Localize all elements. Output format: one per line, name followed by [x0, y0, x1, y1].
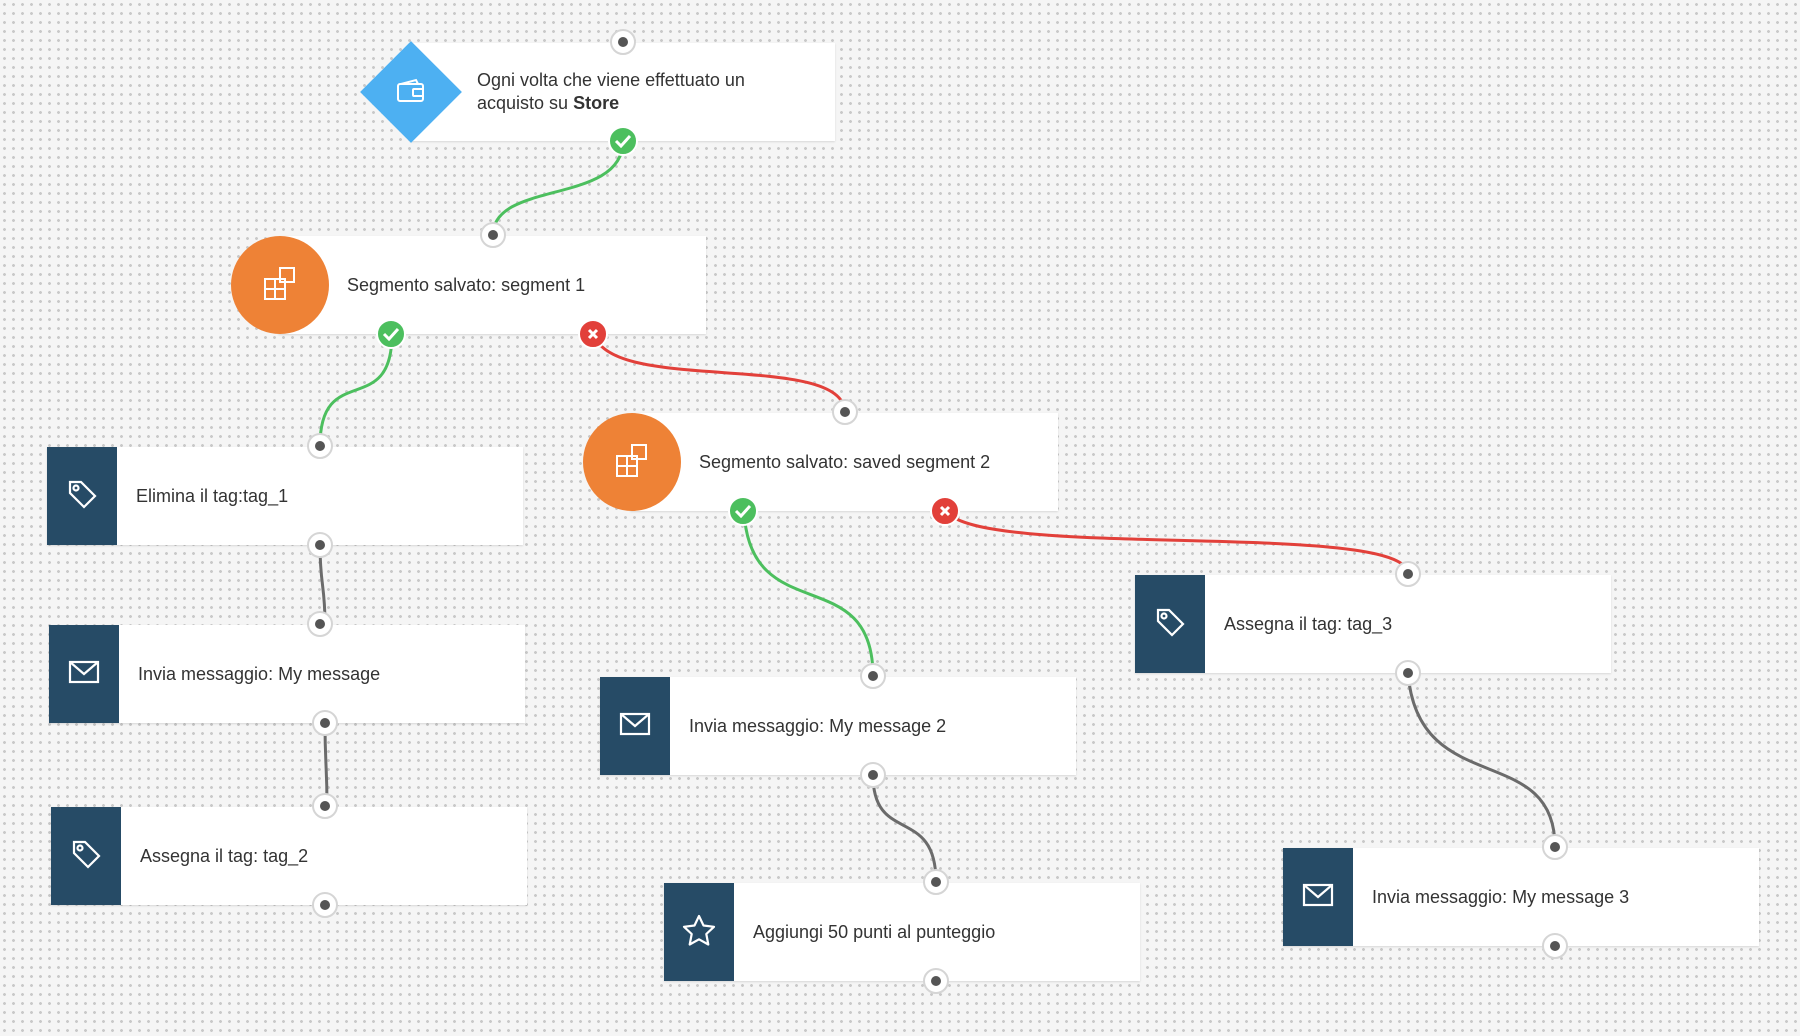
trigger-label: Ogni volta che viene effettuato un acqui… — [477, 69, 807, 115]
send-message2-output-port[interactable] — [860, 762, 886, 788]
envelope-icon — [68, 660, 100, 689]
add-points-label: Aggiungi 50 punti al punteggio — [753, 921, 996, 942]
remove-tag1-icon-block — [47, 447, 117, 545]
envelope-icon — [619, 712, 651, 741]
remove-tag1-label: Elimina il tag:tag_1 — [136, 485, 289, 506]
segment2-yes-port[interactable] — [728, 496, 758, 526]
segment2-input-port[interactable] — [832, 399, 858, 425]
tag-icon — [70, 838, 102, 875]
tag-icon — [1154, 606, 1186, 643]
segment2-no-port[interactable] — [930, 496, 960, 526]
segment1-label: Segmento salvato: segment 1 — [347, 274, 586, 295]
assign-tag2-label: Assegna il tag: tag_2 — [140, 845, 309, 866]
segment1-input-port[interactable] — [480, 222, 506, 248]
assign-tag3-node[interactable]: Assegna il tag: tag_3 — [1135, 575, 1611, 673]
envelope-icon — [1302, 883, 1334, 912]
assign-tag2-output-port[interactable] — [312, 892, 338, 918]
segment2-node[interactable]: Segmento salvato: saved segment 2 — [630, 413, 1058, 511]
send-message3-output-port[interactable] — [1542, 933, 1568, 959]
segment1-badge — [231, 236, 329, 334]
wire-seg2-yes-msg2 — [742, 509, 875, 678]
trigger-node[interactable]: Ogni volta che viene effettuato un acqui… — [410, 43, 835, 141]
segment2-badge — [583, 413, 681, 511]
remove-tag1-node[interactable]: Elimina il tag:tag_1 — [47, 447, 523, 545]
send-message3-icon-block — [1283, 848, 1353, 946]
wallet-icon — [390, 70, 432, 112]
assign-tag3-output-port[interactable] — [1395, 660, 1421, 686]
trigger-yes-port[interactable] — [608, 126, 638, 156]
trigger-store-name: Store — [573, 93, 620, 113]
assign-tag2-node[interactable]: Assegna il tag: tag_2 — [51, 807, 527, 905]
wire-tag3-msg3 — [1406, 671, 1557, 849]
segment2-label: Segmento salvato: saved segment 2 — [699, 451, 991, 472]
send-message3-node[interactable]: Invia messaggio: My message 3 — [1283, 848, 1759, 946]
wire-trigger-segment1 — [491, 139, 625, 237]
trigger-input-port[interactable] — [610, 29, 636, 55]
send-message2-label: Invia messaggio: My message 2 — [689, 715, 947, 736]
send-message1-label: Invia messaggio: My message — [138, 663, 381, 684]
wire-seg2-no-tag3 — [944, 509, 1410, 576]
assign-tag3-label: Assegna il tag: tag_3 — [1224, 613, 1393, 634]
segment-icon — [262, 265, 298, 306]
wire-msg2-points — [871, 773, 938, 884]
trigger-text: Ogni volta che viene effettuato un acqui… — [477, 70, 745, 113]
segment1-yes-port[interactable] — [376, 319, 406, 349]
add-points-icon-block — [664, 883, 734, 981]
send-message2-node[interactable]: Invia messaggio: My message 2 — [600, 677, 1076, 775]
add-points-output-port[interactable] — [923, 968, 949, 994]
send-message3-label: Invia messaggio: My message 3 — [1372, 886, 1630, 907]
send-message1-node[interactable]: Invia messaggio: My message — [49, 625, 525, 723]
send-message2-input-port[interactable] — [860, 663, 886, 689]
wire-seg1-no-seg2 — [592, 332, 847, 415]
assign-tag2-input-port[interactable] — [312, 793, 338, 819]
wire-seg1-yes-tag1 — [318, 332, 394, 448]
send-message1-icon-block — [49, 625, 119, 723]
assign-tag2-icon-block — [51, 807, 121, 905]
segment-icon — [614, 442, 650, 483]
send-message3-input-port[interactable] — [1542, 834, 1568, 860]
send-message1-input-port[interactable] — [307, 611, 333, 637]
segment1-no-port[interactable] — [578, 319, 608, 349]
remove-tag1-output-port[interactable] — [307, 532, 333, 558]
remove-tag1-input-port[interactable] — [307, 433, 333, 459]
add-points-input-port[interactable] — [923, 869, 949, 895]
segment1-node[interactable]: Segmento salvato: segment 1 — [278, 236, 706, 334]
tag-icon — [66, 478, 98, 515]
send-message1-output-port[interactable] — [312, 710, 338, 736]
add-points-node[interactable]: Aggiungi 50 punti al punteggio — [664, 883, 1140, 981]
send-message2-icon-block — [600, 677, 670, 775]
assign-tag3-icon-block — [1135, 575, 1205, 673]
star-icon — [682, 914, 716, 951]
assign-tag3-input-port[interactable] — [1395, 561, 1421, 587]
